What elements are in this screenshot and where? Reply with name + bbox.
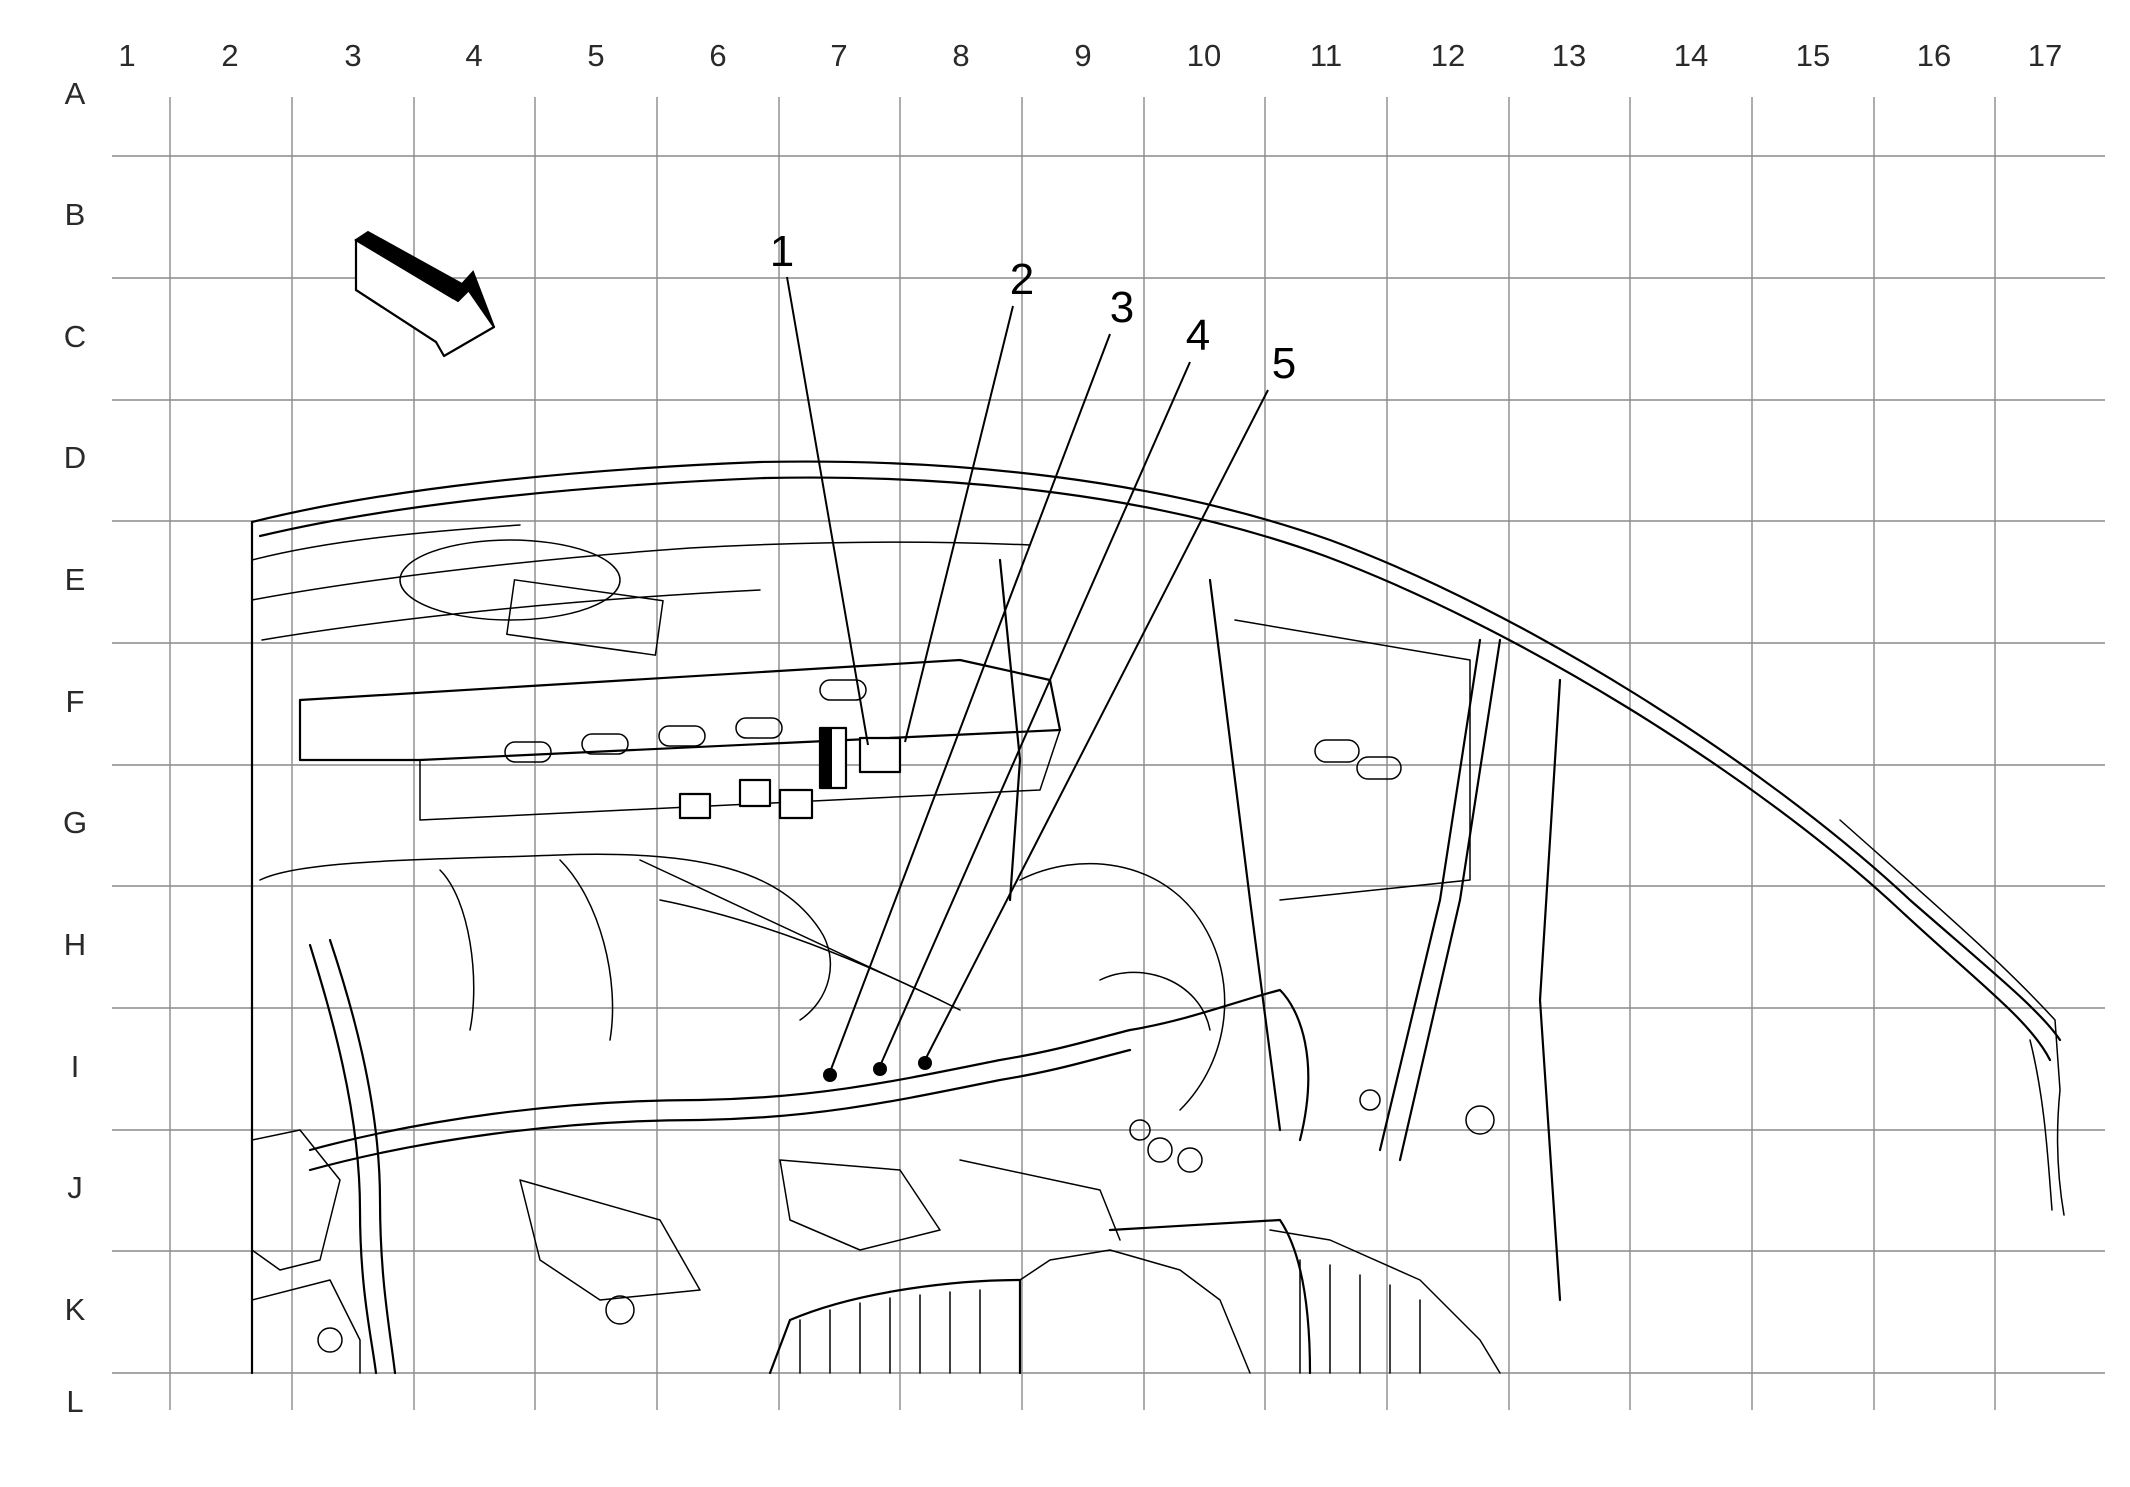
callout-leaders [786, 276, 1269, 1073]
callout-labels: 1 2 3 4 5 [770, 227, 1296, 388]
row-label: L [66, 1384, 83, 1419]
row-label: J [67, 1170, 83, 1205]
row-label: F [66, 684, 85, 719]
column-label: 7 [830, 38, 847, 73]
callout-1-label: 1 [770, 227, 794, 276]
row-label: C [64, 319, 86, 354]
forward-direction-arrow-icon [354, 230, 496, 358]
panel-oval-holes [504, 679, 1402, 780]
column-label: 8 [952, 38, 969, 73]
column-label: 12 [1431, 38, 1465, 73]
row-label: K [65, 1292, 86, 1327]
column-label: 14 [1674, 38, 1708, 73]
callout-4-leader [879, 361, 1191, 1067]
column-label: 15 [1796, 38, 1830, 73]
column-label: 16 [1917, 38, 1951, 73]
callout-3-label: 3 [1110, 283, 1134, 332]
vehicle-body-drawing [250, 460, 2065, 1375]
reference-grid [112, 97, 2105, 1410]
column-label: 6 [709, 38, 726, 73]
callout-2-leader [904, 305, 1014, 743]
column-label: 3 [344, 38, 361, 73]
callout-1-leader [786, 276, 869, 746]
column-label: 2 [221, 38, 238, 73]
row-label: E [65, 562, 86, 597]
callout-4-label: 4 [1186, 311, 1210, 360]
row-label: A [65, 76, 86, 111]
callout-5-label: 5 [1272, 339, 1296, 388]
column-label: 4 [465, 38, 482, 73]
row-labels: A B C D E F G H I J K L [63, 76, 87, 1419]
callout-3-dot [823, 1068, 837, 1082]
callout-4-dot [873, 1062, 887, 1076]
row-label: B [65, 197, 86, 232]
column-label: 9 [1074, 38, 1091, 73]
callout-dots [823, 1056, 932, 1082]
callout-5-leader [924, 389, 1269, 1061]
column-label: 17 [2028, 38, 2062, 73]
column-label: 5 [587, 38, 604, 73]
row-label: G [63, 805, 87, 840]
column-label: 1 [118, 38, 135, 73]
row-label: H [64, 927, 86, 962]
column-label: 10 [1187, 38, 1221, 73]
callout-2-label: 2 [1010, 255, 1034, 304]
row-label: D [64, 440, 86, 475]
column-label: 13 [1552, 38, 1586, 73]
callout-5-dot [918, 1056, 932, 1070]
callout-3-leader [829, 333, 1111, 1073]
column-labels: 1 2 3 4 5 6 7 8 9 10 11 12 13 14 15 16 1… [118, 38, 2062, 73]
row-label: I [71, 1049, 80, 1084]
column-label: 11 [1310, 38, 1342, 73]
